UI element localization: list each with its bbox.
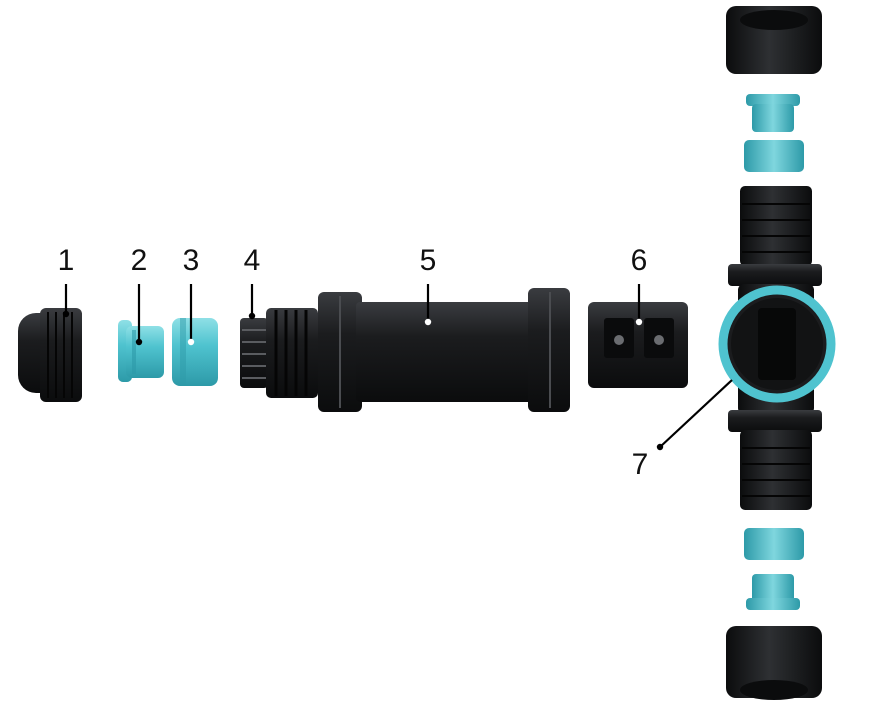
leader-dot-7 — [656, 443, 664, 451]
part-label-4: 4 — [244, 244, 261, 277]
clamping-claw-icon — [240, 308, 318, 398]
leader-dot-1 — [62, 310, 70, 318]
part-label-3: 3 — [183, 244, 200, 277]
leader-dot-5 — [424, 318, 432, 326]
leader-dot-6 — [635, 318, 643, 326]
terminal-block-icon — [588, 302, 688, 388]
leader-dot-2 — [135, 338, 143, 346]
part-label-5: 5 — [420, 244, 437, 277]
part-label-7: 7 — [632, 448, 649, 481]
seal-ring-large-icon — [172, 318, 218, 386]
leader-line-7 — [659, 379, 733, 448]
cap-nut-icon — [18, 308, 82, 402]
leader-dot-3 — [187, 338, 195, 346]
part-label-2: 2 — [131, 244, 148, 277]
main-housing-icon — [318, 288, 570, 412]
t-connector-body-icon — [718, 6, 836, 700]
part-label-6: 6 — [631, 244, 648, 277]
leader-dot-4 — [248, 312, 256, 320]
seal-ring-small-icon — [118, 320, 164, 382]
part-label-1: 1 — [58, 244, 75, 277]
